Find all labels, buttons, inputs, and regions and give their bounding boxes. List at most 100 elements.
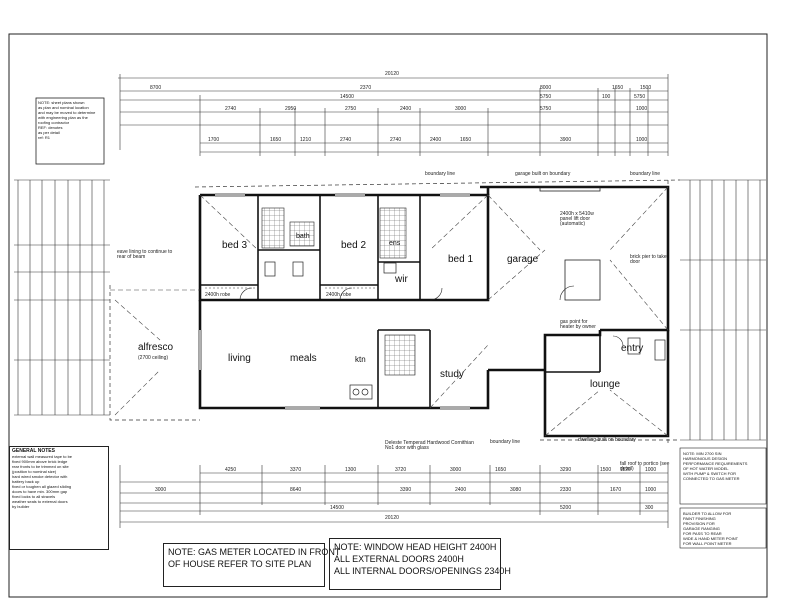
dim-bot1-a: 4250: [225, 467, 237, 473]
dim-bot2-f: 2330: [560, 487, 572, 493]
right-note-5: WITH PUMP & SWITCH FOR: [683, 471, 737, 476]
general-note-5: hard wired smoke detector with: [12, 474, 68, 479]
window-head-note-line-1: NOTE: WINDOW HEAD HEIGHT 2400H: [334, 542, 497, 552]
entry-door-label: Deleste Temperad Hardwood Cornithian No1…: [385, 440, 474, 451]
room-label-ens: ens: [389, 240, 401, 247]
dim-top1-e: 1500: [640, 85, 652, 91]
boundary-line-label-top: boundary line: [425, 171, 456, 177]
dim-top3-b: 2950: [285, 106, 297, 112]
dim-bot1-c: 1300: [345, 467, 357, 473]
builder-note-5: FOR PASS TO REAR: [683, 531, 722, 536]
dim-top2-b: 5750: [540, 94, 552, 100]
right-note-4: OF HOT WATER MODEL: [683, 466, 729, 471]
general-notes-box: GENERAL NOTES external wall measured tap…: [9, 446, 109, 550]
dim-bot2-h: 1000: [645, 487, 657, 493]
room-label-ktn: ktn: [355, 355, 366, 364]
dim-overall-top: 20120: [385, 71, 399, 77]
dim-bot3-b: 5200: [560, 505, 572, 511]
room-label-entry: entry: [621, 343, 644, 354]
dim-bot1-h: 1500: [600, 467, 612, 473]
dim-bot1-b: 3370: [290, 467, 302, 473]
dim-top4-h: 3900: [560, 137, 572, 143]
topleft-note-5: roofing contractor: [38, 120, 70, 125]
dim-bot1-d: 3720: [395, 467, 407, 473]
dim-top4-d: 2740: [340, 137, 352, 143]
robe-label-bed3: 2400h robe: [205, 292, 231, 298]
dim-bot2-a: 3000: [155, 487, 167, 493]
dim-bot1-g: 3290: [560, 467, 572, 473]
dim-bot2-b: 8640: [290, 487, 302, 493]
right-note-6: CONNECTED TO GAS METER: [683, 476, 740, 481]
dim-top4-f: 2400: [430, 137, 442, 143]
dim-bot2-g: 1670: [610, 487, 622, 493]
room-label-bed2: bed 2: [341, 240, 367, 251]
boundary-line-label-bottom: boundary line: [490, 439, 521, 445]
dim-bot1-j: 1000: [645, 467, 657, 473]
room-label-wir: wir: [395, 274, 408, 285]
dim-top2-a: 14500: [340, 94, 354, 100]
topleft-note: NOTE: sheet plans shown as plan and nomi…: [38, 100, 95, 140]
general-note-10: weather seals to external doors: [12, 499, 68, 504]
dim-top4-g: 1650: [460, 137, 472, 143]
general-note-1: external wall measured tape to be: [12, 454, 73, 459]
room-label-bath: bath: [296, 233, 310, 240]
right-note-1: NOTE: MIN 2700 SIN: [683, 451, 722, 456]
fall-roof-label: fall roof to portico (see detail): [620, 461, 670, 472]
dwelling-wall-label: dwelling built on boundary: [578, 437, 636, 443]
dim-top1-b: 2370: [360, 85, 372, 91]
dim-top4-c: 1210: [300, 137, 312, 143]
dim-bot2-c: 3390: [400, 487, 412, 493]
topleft-note-3: and may be moved to determine: [38, 110, 96, 115]
dim-top3-a: 2740: [225, 106, 237, 112]
dim-top4-b: 1650: [270, 137, 282, 143]
garage-door-label: 2400h x 5410w panel lift door (automatic…: [560, 211, 594, 227]
gas-meter-note-line-1: NOTE: GAS METER LOCATED IN FRONT: [168, 547, 341, 557]
topleft-note-1: NOTE: sheet plans shown: [38, 100, 85, 105]
general-note-8: doors to have min. 300mm gap: [12, 489, 68, 494]
general-notes-title: GENERAL NOTES: [12, 448, 55, 454]
dim-overall-bottom: 20120: [385, 515, 399, 521]
dim-top4-e: 2740: [390, 137, 402, 143]
dim-bot3-a: 14500: [330, 505, 344, 511]
window-head-note-line-2: ALL EXTERNAL DOORS 2400H: [334, 554, 464, 564]
dim-top1-d: 1650: [612, 85, 624, 91]
dim-bot1-f: 1650: [495, 467, 507, 473]
general-note-7: fixed or toughen all glazed sliding: [12, 484, 72, 489]
dim-top2-d: 5750: [634, 94, 646, 100]
dim-top4-a: 1700: [208, 137, 220, 143]
builder-note-3: PROVISION FOR: [683, 521, 715, 526]
garage-wall-label: garage built on boundary: [515, 171, 571, 177]
dim-top4-i: 1000: [636, 137, 648, 143]
eave-lining-label: eave lining to continue to rear of beam: [117, 249, 173, 260]
boundary-line-label-right: boundary line: [630, 171, 661, 177]
dim-bot2-d: 2400: [455, 487, 467, 493]
dim-top2-c: 100: [602, 94, 611, 100]
dim-top3-f: 5750: [540, 106, 552, 112]
robe-label-bed2: 2400h robe: [326, 292, 352, 298]
room-label-alfresco: alfresco: [138, 342, 174, 353]
room-label-meals: meals: [290, 353, 317, 364]
topleft-note-2: as plan and nominal location: [38, 105, 89, 110]
alfresco-ceiling-label: (2700 ceiling): [138, 355, 169, 361]
room-label-living: living: [228, 353, 251, 364]
dim-bot1-i: 1120: [620, 467, 631, 473]
dim-bot1-e: 3000: [450, 467, 462, 473]
dim-bot3-c: 300: [645, 505, 654, 511]
general-note-11: by builder: [12, 504, 30, 509]
builder-note-1: BUILDER TO ALLOW FOR: [683, 511, 732, 516]
gas-point-label: gas point for heater by owner: [560, 319, 596, 330]
right-note-3: PERFORMANCE REQUIREMENTS: [683, 461, 748, 466]
topleft-note-4: with engineering plan as the: [38, 115, 88, 120]
gas-meter-note: NOTE: GAS METER LOCATED IN FRONT OF HOUS…: [163, 543, 341, 587]
builder-note-6: WIDE & HAND METER POINT: [683, 536, 739, 541]
dim-top3-g: 1000: [636, 106, 648, 112]
builder-note-7: FOR WALL POINT METER: [683, 541, 732, 546]
topleft-note-8: ref: R1: [38, 135, 51, 140]
room-label-garage: garage: [507, 254, 539, 265]
builder-note-2: PAINT FINISHING: [683, 516, 716, 521]
dim-top3-e: 3000: [455, 106, 467, 112]
builder-note-4: GARAGE RANGING: [683, 526, 720, 531]
topleft-note-7: as per detail: [38, 130, 60, 135]
dim-top3-c: 2750: [345, 106, 357, 112]
